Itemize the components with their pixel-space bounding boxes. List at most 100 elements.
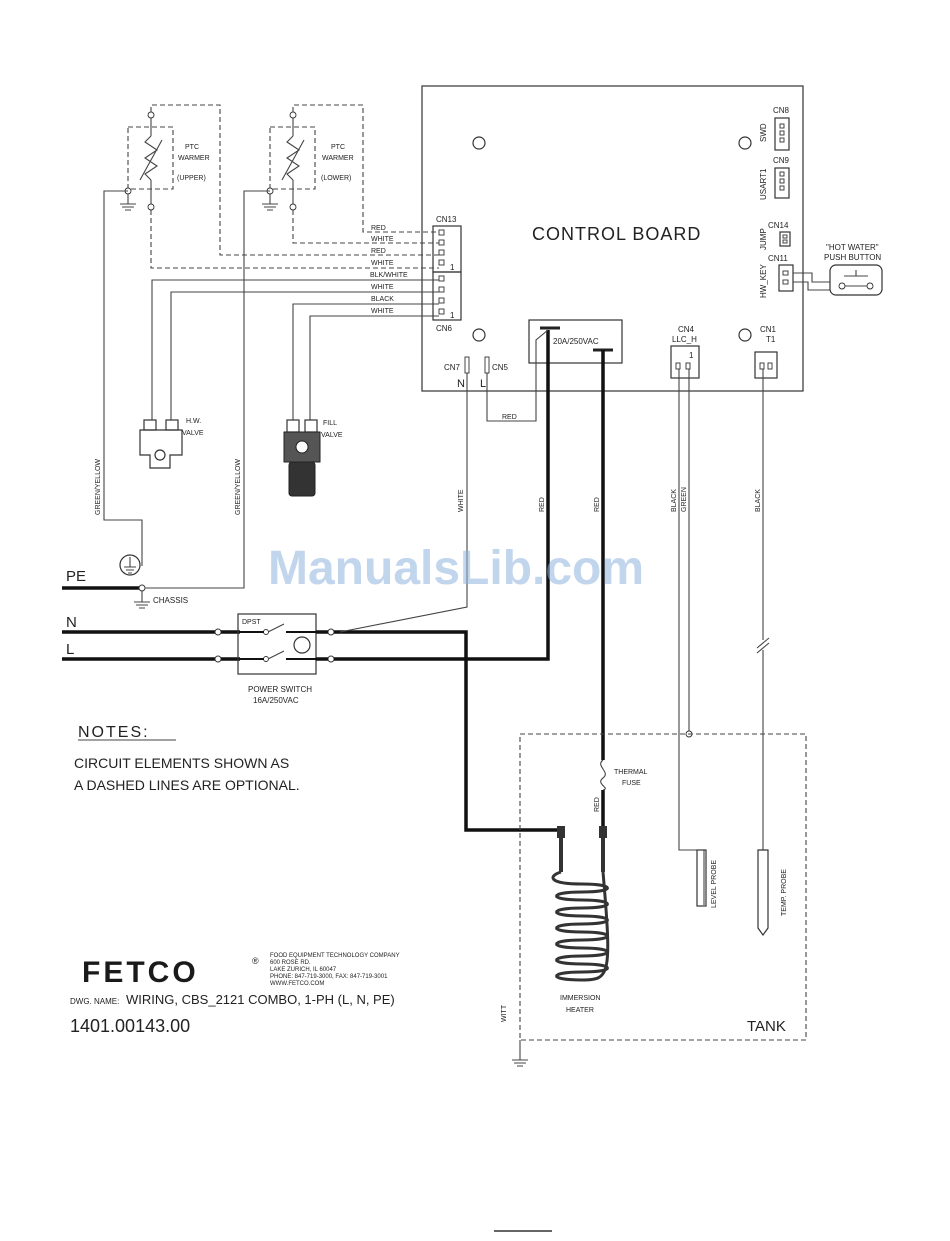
pe-label: PE [66, 568, 86, 585]
l-label: L [66, 641, 74, 658]
tank-label: TANK [747, 1018, 786, 1035]
switch-line1: POWER SWITCH [248, 685, 312, 694]
notes-heading: NOTES: [78, 724, 150, 741]
jump-label: JUMP [759, 228, 768, 250]
level-probe-label: LEVEL PROBE [711, 860, 718, 908]
red-label-relay: RED [594, 497, 601, 512]
fill-valve-line2: VALVE [321, 432, 343, 439]
main-wiring: WHITE RED RED RED BLACK GREEN BLACK RED [334, 329, 770, 905]
cn5-label: CN5 [492, 363, 509, 372]
mounting-hole [738, 328, 752, 342]
control-board: CONTROL BOARD CN8 SWD CN9 USART1 CN14 [421, 85, 804, 392]
immersion-heater-coil [551, 870, 610, 982]
dwg-number: 1401.00143.00 [70, 1016, 190, 1036]
cn6-wire-3: BLACK [371, 296, 394, 303]
cn13-wire-3: RED [371, 248, 386, 255]
company-web: WWW.FETCO.COM [270, 981, 324, 987]
white-label: WHITE [458, 489, 465, 512]
dwg-name: WIRING, CBS_2121 COMBO, 1-PH (L, N, PE) [126, 992, 395, 1007]
green-yellow-label-2: GREEN/YELLOW [235, 459, 242, 515]
dwg-name-label: DWG. NAME: [70, 997, 119, 1006]
llc-h-label: LLC_H [672, 335, 697, 344]
cn13-wire-2: WHITE [371, 236, 394, 243]
mounting-hole [738, 136, 752, 150]
cn14-label: CN14 [768, 221, 789, 230]
connector-cn4: CN4 LLC_H 1 [670, 325, 700, 379]
witt-label: WITT [501, 1004, 508, 1022]
black-label-temp: BLACK [755, 489, 762, 512]
cn1-label: CN1 [760, 325, 777, 334]
control-board-title: CONTROL BOARD [532, 224, 701, 244]
cn9-label: CN9 [773, 156, 790, 165]
connector-cn8: CN8 SWD [759, 106, 790, 151]
heater-line1: IMMERSION [560, 995, 600, 1002]
hw-valve: H.W. VALVE [139, 418, 204, 469]
cn8-label: CN8 [773, 106, 790, 115]
ptc-warmer-upper: PTC WARMER (UPPER) [120, 111, 210, 211]
thermal-fuse-line2: FUSE [622, 780, 641, 787]
ptc-upper-line1: PTC [185, 144, 199, 151]
ground-wiring: GREEN/YELLOW GREEN/YELLOW [95, 190, 270, 589]
warmer-wiring: RED WHITE RED WHITE [150, 104, 439, 269]
switch-line2: 16A/250VAC [253, 696, 299, 705]
cn6-wire-1: BLK/WHITE [370, 272, 408, 279]
company-address1: 600 ROSE RD. [270, 960, 311, 966]
company-address2: LAKE ZURICH, IL 60047 [270, 967, 337, 973]
cn7-n: N [457, 378, 465, 390]
connector-cn1: CN1 T1 [754, 325, 778, 379]
power-entry: PE CHASSIS N L DPST POWER SWITCH 16A/250… [62, 554, 335, 705]
ptc-lower-line2: WARMER [322, 155, 354, 162]
green-label: GREEN [681, 487, 688, 512]
black-label-level: BLACK [671, 489, 678, 512]
cn6-wire-4: WHITE [371, 308, 394, 315]
temp-probe-label: TEMP. PROBE [781, 869, 788, 916]
cn4-pin1: 1 [689, 351, 694, 360]
dpst-label: DPST [242, 619, 261, 626]
red-label-cn5: RED [502, 414, 517, 421]
chassis-label: CHASSIS [153, 596, 188, 605]
company-phone: PHONE: 847-719-3000, FAX: 847-719-3001 [270, 974, 388, 980]
connector-cn9: CN9 USART1 [759, 156, 790, 200]
registered-mark: ® [252, 956, 259, 966]
connector-cn7-cn5: CN7 CN5 N L [444, 356, 509, 390]
mounting-hole [472, 136, 486, 150]
connector-cn6: 1 CN6 [432, 271, 462, 333]
cn11-label: CN11 [768, 254, 788, 263]
cn13-pin1: 1 [450, 263, 455, 272]
notes-line2: A DASHED LINES ARE OPTIONAL. [74, 777, 300, 793]
ptc-warmer-lower: PTC WARMER (LOWER) [262, 111, 354, 211]
connector-cn14: CN14 JUMP [759, 221, 791, 250]
cn6-wire-2: WHITE [371, 284, 394, 291]
t1-label: T1 [766, 335, 776, 344]
hot-water-push-button: "HOT WATER" PUSH BUTTON [793, 243, 883, 296]
fill-valve: FILL VALVE [283, 419, 343, 497]
fill-valve-line1: FILL [323, 420, 337, 427]
temp-probe [757, 849, 769, 937]
push-button-line1: "HOT WATER" [826, 243, 879, 252]
cn13-label: CN13 [436, 215, 457, 224]
valve-wiring: BLK/WHITE WHITE BLACK WHITE [151, 272, 439, 420]
hw-valve-line1: H.W. [186, 418, 201, 425]
cn6-pin1: 1 [450, 311, 455, 320]
earth-symbol-icon [119, 554, 141, 576]
relay: 20A/250VAC [528, 319, 623, 364]
red-label-fuse: RED [594, 797, 601, 812]
tank: TANK THERMAL FUSE IMMERSION HEATER LEVEL… [501, 733, 807, 1067]
level-probe [696, 849, 707, 907]
watermark: ManualsLib.com [268, 542, 644, 595]
ptc-upper-line3: (UPPER) [177, 175, 206, 182]
swd-label: SWD [759, 123, 768, 142]
company-name: FOOD EQUIPMENT TECHNOLOGY COMPANY [270, 953, 400, 959]
mounting-hole [472, 328, 486, 342]
relay-rating: 20A/250VAC [553, 337, 599, 346]
cn13-wire-1: RED [371, 225, 386, 232]
hw-key-label: HW_KEY [759, 264, 768, 298]
notes-line1: CIRCUIT ELEMENTS SHOWN AS [74, 755, 289, 771]
connector-cn11: CN11 HW_KEY [759, 254, 794, 298]
cn4-label: CN4 [678, 325, 695, 334]
ptc-lower-line1: PTC [331, 144, 345, 151]
cn7-label: CN7 [444, 363, 461, 372]
usart1-label: USART1 [759, 168, 768, 200]
ptc-lower-line3: (LOWER) [321, 175, 351, 182]
